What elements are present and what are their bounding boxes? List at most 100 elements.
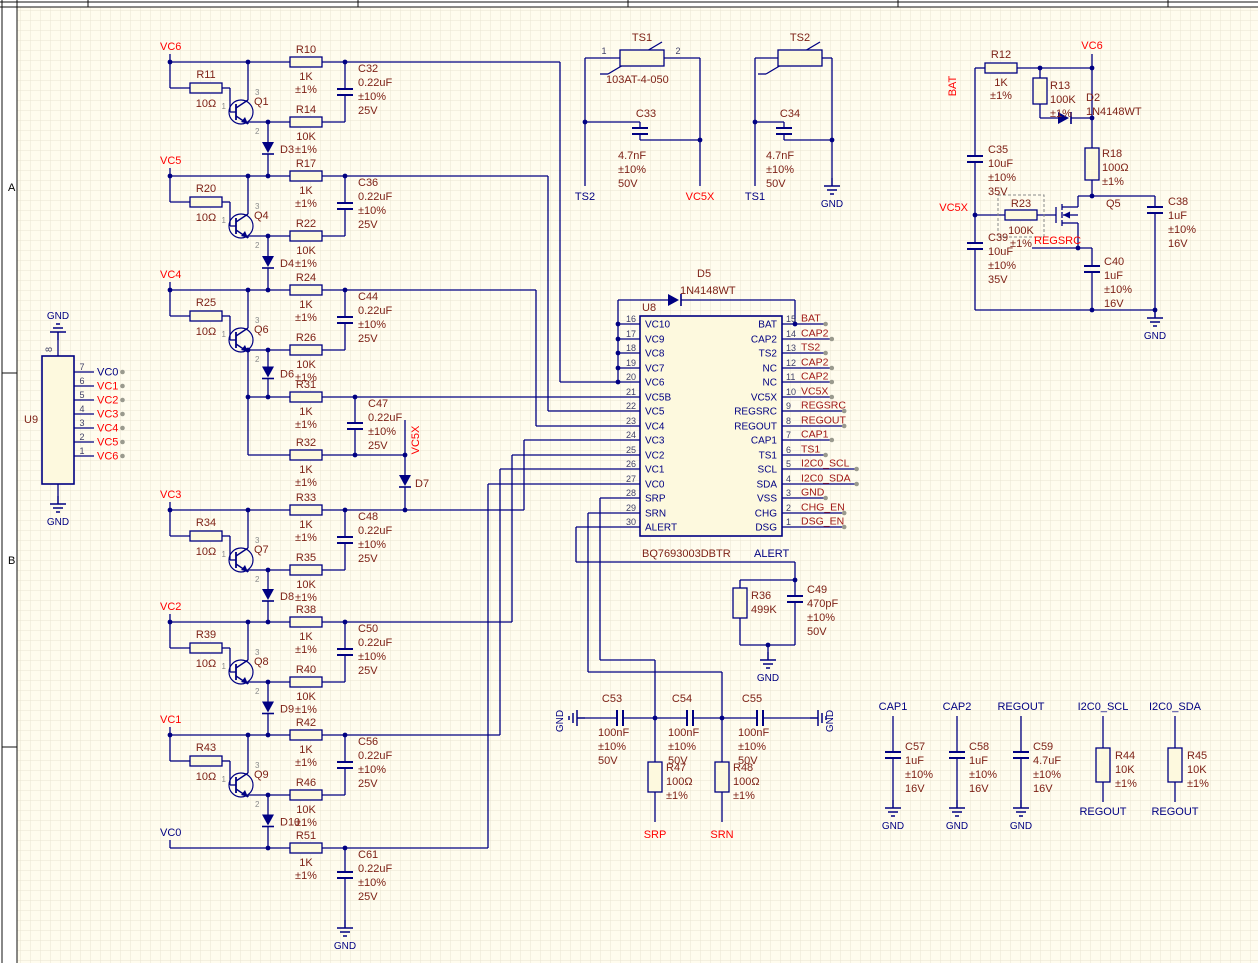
net-label-vc6[interactable]: VC6 <box>97 451 118 463</box>
resistor-body[interactable] <box>289 170 323 182</box>
net-label-regsrc[interactable]: REGSRC <box>801 400 846 412</box>
net-label-vc5x[interactable]: VC5X <box>801 386 828 398</box>
transistor-icon[interactable] <box>228 213 254 239</box>
connector-u9-body[interactable] <box>41 355 75 485</box>
resistor-body[interactable] <box>189 530 223 542</box>
net-label-vc0[interactable]: VC0 <box>160 827 181 839</box>
net-label-vc2[interactable]: VC2 <box>97 395 118 407</box>
resistor-body[interactable] <box>189 310 223 322</box>
net-label-cap1[interactable]: CAP1 <box>879 701 908 713</box>
net-label-i2c0-scl[interactable]: I2C0_SCL <box>1078 701 1129 713</box>
resistor-body[interactable] <box>189 755 223 767</box>
transistor-icon[interactable] <box>235 659 249 669</box>
transistor-icon[interactable] <box>241 231 248 238</box>
diode-icon[interactable] <box>262 366 274 378</box>
net-label-vc2[interactable]: VC2 <box>160 601 181 613</box>
resistor-body[interactable] <box>189 642 223 654</box>
transistor-icon[interactable] <box>228 547 254 573</box>
transistor-icon[interactable] <box>241 677 248 684</box>
resistor-body[interactable] <box>289 449 323 461</box>
ic-u8-body[interactable] <box>639 315 783 537</box>
transistor-icon[interactable] <box>228 99 254 125</box>
net-label-vc5x[interactable]: VC5X <box>686 191 715 203</box>
diode-icon[interactable] <box>262 142 274 153</box>
net-label-bat[interactable]: BAT <box>801 313 821 325</box>
transistor-icon[interactable] <box>235 547 249 557</box>
net-label-cap2[interactable]: CAP2 <box>801 371 829 383</box>
resistor-body[interactable] <box>289 391 323 403</box>
resistor-body[interactable] <box>777 49 823 67</box>
net-label-gnd[interactable]: GND <box>801 487 825 499</box>
transistor-icon[interactable] <box>241 790 248 797</box>
resistor-body[interactable] <box>619 49 665 67</box>
transistor-icon[interactable] <box>241 117 248 124</box>
net-label-alert[interactable]: ALERT <box>754 548 790 560</box>
resistor-body[interactable] <box>1084 147 1100 181</box>
resistor-body[interactable] <box>289 116 323 128</box>
net-label-srp[interactable]: SRP <box>644 829 667 841</box>
net-label-i2c0-sda[interactable]: I2C0_SDA <box>1149 701 1202 713</box>
net-label-vc4[interactable]: VC4 <box>97 423 118 435</box>
net-label-vc3[interactable]: VC3 <box>97 409 118 421</box>
diode-icon[interactable] <box>668 294 679 306</box>
net-label-vc1[interactable]: VC1 <box>97 381 118 393</box>
resistor-body[interactable] <box>289 284 323 296</box>
net-label-vc5x[interactable]: VC5X <box>410 425 422 454</box>
resistor-body[interactable] <box>984 62 1018 74</box>
net-label-vc0[interactable]: VC0 <box>97 367 118 379</box>
net-label-i2c0_scl[interactable]: I2C0_SCL <box>801 458 850 470</box>
net-label-chg_en[interactable]: CHG_EN <box>801 502 845 514</box>
net-label-vc5x[interactable]: VC5X <box>939 202 968 214</box>
net-label-regsrc[interactable]: REGSRC <box>1034 235 1081 247</box>
diode-icon[interactable] <box>262 589 274 600</box>
diode-icon[interactable] <box>262 814 274 826</box>
net-label-ts2[interactable]: TS2 <box>801 342 820 354</box>
net-label-ts2[interactable]: TS2 <box>575 191 595 203</box>
net-label-ts1[interactable]: TS1 <box>745 191 765 203</box>
net-label-vc6[interactable]: VC6 <box>1081 40 1102 52</box>
transistor-icon[interactable] <box>235 99 249 109</box>
net-label-srn[interactable]: SRN <box>710 829 733 841</box>
net-label-cap2[interactable]: CAP2 <box>943 701 972 713</box>
net-label-regout[interactable]: REGOUT <box>1079 806 1126 818</box>
transistor-icon[interactable] <box>228 659 254 685</box>
resistor-body[interactable] <box>289 504 323 516</box>
resistor-body[interactable] <box>189 196 223 208</box>
diode-icon[interactable] <box>262 701 274 713</box>
selection-box[interactable] <box>997 194 1045 238</box>
resistor-body[interactable] <box>1004 209 1038 221</box>
diode-icon[interactable] <box>1058 112 1069 124</box>
transistor-icon[interactable] <box>228 772 254 798</box>
resistor-body[interactable] <box>289 56 323 68</box>
transistor-icon[interactable] <box>228 327 254 353</box>
resistor-body[interactable] <box>289 230 323 242</box>
component-glyphs[interactable] <box>41 49 1183 937</box>
net-label-i2c0_sda[interactable]: I2C0_SDA <box>801 473 851 485</box>
resistor-body[interactable] <box>732 587 748 619</box>
resistor-body[interactable] <box>289 344 323 356</box>
net-label-vc4[interactable]: VC4 <box>160 269 181 281</box>
resistor-body[interactable] <box>289 564 323 576</box>
resistor-body[interactable] <box>289 616 323 628</box>
diode-icon[interactable] <box>399 475 411 486</box>
resistor-body[interactable] <box>714 761 730 793</box>
resistor-body[interactable] <box>189 82 223 94</box>
net-label-regout[interactable]: REGOUT <box>801 415 847 427</box>
net-label-vc5[interactable]: VC5 <box>160 155 181 167</box>
net-label-ts1[interactable]: TS1 <box>801 444 820 456</box>
resistor-body[interactable] <box>289 842 323 854</box>
net-label-regout[interactable]: REGOUT <box>1151 806 1198 818</box>
diode-icon[interactable] <box>262 256 274 267</box>
resistor-body[interactable] <box>289 789 323 801</box>
net-label-cap1[interactable]: CAP1 <box>801 429 829 441</box>
net-label-regout[interactable]: REGOUT <box>997 701 1044 713</box>
net-label-bat[interactable]: BAT <box>947 75 959 96</box>
transistor-icon[interactable] <box>235 772 249 782</box>
net-label-vc6[interactable]: VC6 <box>160 41 181 53</box>
net-label-dsg_en[interactable]: DSG_EN <box>801 516 844 528</box>
resistor-body[interactable] <box>289 676 323 688</box>
net-label-vc5[interactable]: VC5 <box>97 437 118 449</box>
resistor-body[interactable] <box>647 761 663 793</box>
resistor-body[interactable] <box>1167 747 1183 783</box>
transistor-icon[interactable] <box>241 565 248 572</box>
